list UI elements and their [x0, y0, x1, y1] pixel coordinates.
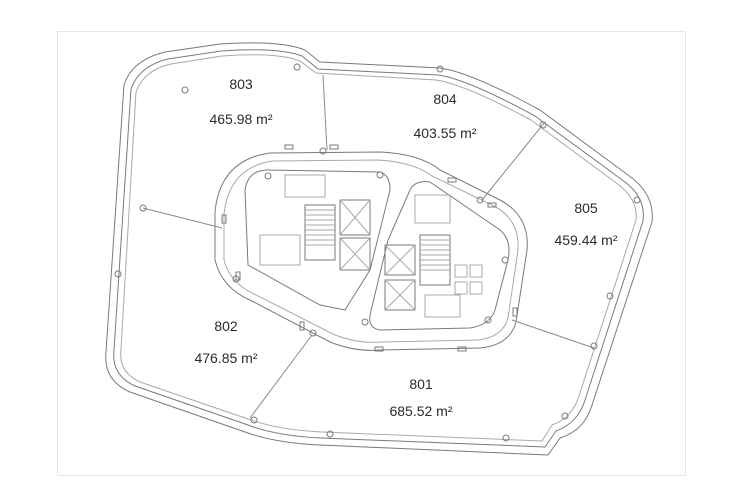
right-core	[369, 181, 510, 331]
unit-801-number: 801	[409, 376, 433, 392]
unit-802-number: 802	[214, 318, 238, 334]
columns	[114, 63, 641, 442]
unit-805-area: 459.44 m²	[554, 232, 618, 248]
unit-802-area: 476.85 m²	[194, 350, 258, 366]
unit-804-number: 804	[433, 91, 457, 107]
core-outline-inner	[223, 159, 519, 343]
outer-wall-inner-2	[120, 54, 637, 442]
unit-803-area: 465.98 m²	[209, 111, 273, 127]
outer-wall-inner	[113, 49, 644, 448]
unit-805-number: 805	[574, 200, 598, 216]
partitions	[142, 74, 595, 419]
outer-wall	[105, 42, 653, 456]
unit-804-area: 403.55 m²	[413, 125, 477, 141]
core-outline	[214, 151, 528, 351]
door-markers	[221, 144, 518, 352]
unit-803-number: 803	[229, 76, 253, 92]
drawing-frame	[57, 31, 686, 476]
unit-801-area: 685.52 m²	[389, 403, 453, 419]
